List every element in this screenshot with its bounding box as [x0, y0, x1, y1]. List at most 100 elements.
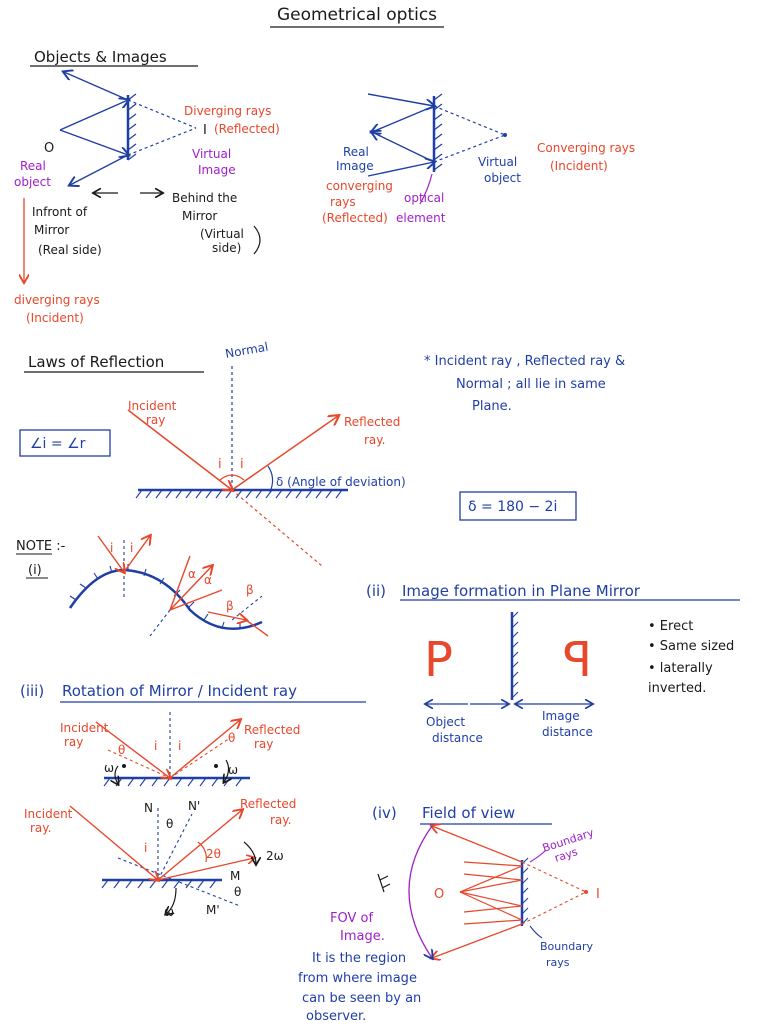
- fov-num: (iv): [372, 804, 397, 822]
- plane-mirror-heading: Image formation in Plane Mirror: [402, 582, 641, 600]
- left-o-label: O: [44, 141, 54, 156]
- rotation-bottom-diagram: [69, 805, 256, 914]
- delta-box: [459, 491, 577, 521]
- virtual-side-l1: (Virtual: [200, 227, 244, 241]
- fov-label-l1: FOV of: [330, 911, 373, 926]
- plane-mirror-num: (ii): [366, 582, 386, 600]
- top-i-l: i: [154, 739, 157, 753]
- plane-note-l2: Normal ; all lie in same: [456, 377, 606, 392]
- image-distance-l2: distance: [542, 725, 593, 739]
- top-incident-l2: ray: [64, 735, 83, 749]
- fov-diagram: [377, 826, 588, 958]
- fov-desc-l3: can be seen by an: [302, 991, 421, 1006]
- right-mirror-diagram: [367, 93, 507, 205]
- converging-incident-l2: (Incident): [550, 159, 608, 173]
- fov-o-label: O: [434, 887, 444, 902]
- plane-note-l3: Plane.: [472, 399, 512, 414]
- bottom-incident-l2: ray.: [30, 821, 52, 835]
- normal-label: Normal: [224, 340, 269, 361]
- bottom-two-omega: 2ω: [266, 849, 284, 863]
- law-box: [19, 429, 111, 457]
- fov-desc-l1: It is the region: [312, 951, 406, 966]
- virtual-side-brace: [253, 225, 261, 255]
- converging-reflected-l2: rays: [330, 195, 356, 209]
- plane-mirror-diagram: [426, 611, 592, 704]
- note-i1: i: [110, 541, 113, 555]
- image-letter: P: [563, 632, 592, 688]
- in-front-l2: Mirror: [34, 223, 69, 237]
- property-2: • Same sized: [648, 639, 734, 654]
- real-object-l1: Real: [20, 159, 46, 173]
- diverging-reflected-l2: (Reflected): [214, 122, 280, 136]
- deviation-label: δ (Angle of deviation): [276, 475, 406, 489]
- reflected-ray-l2: ray.: [364, 433, 386, 447]
- diverging-reflected-l1: Diverging rays: [184, 104, 271, 118]
- incident-ray-l2: ray: [146, 413, 165, 427]
- note-i2: i: [130, 541, 133, 555]
- bottom-incident-l1: Incident: [24, 807, 73, 821]
- bottom-theta: θ: [166, 817, 173, 831]
- objects-images-heading: Objects & Images: [34, 48, 167, 66]
- in-front-l1: Infront of: [32, 205, 88, 219]
- rotation-top-diagram: [95, 712, 250, 786]
- optical-element-l1: optical: [404, 191, 444, 205]
- note-beta1: β: [226, 599, 234, 613]
- note-alpha2: α: [204, 573, 212, 587]
- top-theta-r: θ: [228, 731, 235, 745]
- fov-heading: Field of view: [422, 804, 515, 822]
- curved-mirror-diagram: [68, 536, 269, 637]
- bottom-n-prime: N': [188, 799, 200, 813]
- image-distance-l1: Image: [542, 709, 580, 723]
- bottom-reflected-l1: Reflected: [240, 797, 296, 811]
- optical-element-l2: element: [396, 211, 446, 225]
- property-4: inverted.: [648, 681, 706, 696]
- bottom-m-prime: M': [206, 903, 220, 917]
- law-box-text: ∠i = ∠r: [30, 436, 86, 452]
- left-mirror-diagram: [59, 72, 197, 185]
- reflection-heading: Laws of Reflection: [28, 353, 164, 371]
- top-i-r: i: [178, 739, 181, 753]
- delta-box-text: δ = 180 − 2i: [468, 499, 557, 515]
- virtual-side-l2: side): [212, 241, 241, 255]
- behind-l2: Mirror: [182, 209, 217, 223]
- top-incident-l1: Incident: [60, 721, 109, 735]
- fov-desc-l4: observer.: [306, 1009, 366, 1024]
- fov-boundary-bottom-l1: Boundary: [540, 940, 593, 953]
- in-front-l3: (Real side): [38, 243, 102, 257]
- top-omega-l: ω: [104, 761, 114, 775]
- fov-desc-l2: from where image: [298, 971, 417, 986]
- top-reflected-l1: Reflected: [244, 723, 300, 737]
- i-right: i: [240, 457, 244, 472]
- incident-ray-l1: Incident: [128, 399, 177, 413]
- converging-reflected-l3: (Reflected): [322, 211, 388, 225]
- reflected-ray-l1: Reflected: [344, 415, 400, 429]
- fov-label-l2: Image.: [340, 929, 385, 944]
- converging-reflected-l1: converging: [326, 179, 393, 193]
- note-label: NOTE :-: [16, 539, 66, 554]
- object-letter: P: [424, 632, 453, 688]
- note-sub: (i): [28, 563, 42, 578]
- note-beta2: β: [246, 583, 254, 597]
- note-alpha1: α: [188, 567, 196, 581]
- converging-incident-l1: Converging rays: [537, 141, 635, 155]
- rotation-num: (iii): [20, 682, 44, 700]
- left-i-label: I: [203, 123, 207, 138]
- reflection-diagram: [127, 366, 348, 567]
- object-distance-l2: distance: [432, 731, 483, 745]
- object-distance-l1: Object: [426, 715, 465, 729]
- virtual-object-l2: object: [484, 171, 521, 185]
- bottom-reflected-l2: ray.: [270, 813, 292, 827]
- page-title: Geometrical optics: [277, 5, 437, 25]
- bottom-i: i: [144, 841, 147, 855]
- bottom-two-theta: 2θ: [206, 847, 221, 861]
- property-3: • laterally: [648, 661, 713, 676]
- bottom-n: N: [144, 801, 153, 815]
- virtual-image-l1: Virtual: [192, 147, 231, 161]
- fov-i-label: I: [596, 887, 600, 902]
- virtual-object-l1: Virtual: [478, 155, 517, 169]
- diverging-incident-l2: (Incident): [26, 311, 84, 325]
- property-1: • Erect: [648, 619, 693, 634]
- top-omega-r: ω: [228, 763, 238, 777]
- rotation-heading: Rotation of Mirror / Incident ray: [62, 682, 297, 700]
